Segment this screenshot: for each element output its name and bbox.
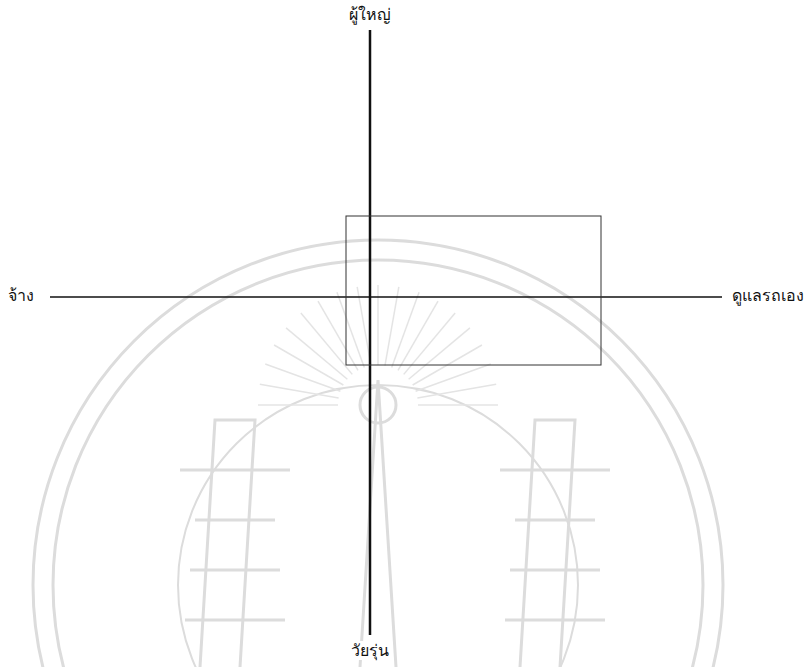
axis-label-left: จ้าง <box>6 283 36 308</box>
position-box <box>346 216 601 365</box>
axis-label-bottom: วัยรุ่น <box>349 638 391 663</box>
axis-label-right: ดูแลรถเอง <box>730 283 806 308</box>
seal-ray <box>301 313 352 374</box>
axis-label: วัยรุ่น <box>349 641 391 660</box>
axis-label: ผู้ใหญ่ <box>347 5 393 24</box>
seal-ray <box>417 384 496 398</box>
seal-ray <box>418 404 498 406</box>
axis-label: จ้าง <box>6 286 36 305</box>
vertical-axis <box>369 30 372 635</box>
axis-label-top: ผู้ใหญ่ <box>347 2 393 27</box>
axis-label: ดูแลรถเอง <box>730 286 806 305</box>
seal-ray <box>409 328 470 379</box>
seal-ray <box>258 404 338 406</box>
horizontal-axis <box>50 296 722 298</box>
